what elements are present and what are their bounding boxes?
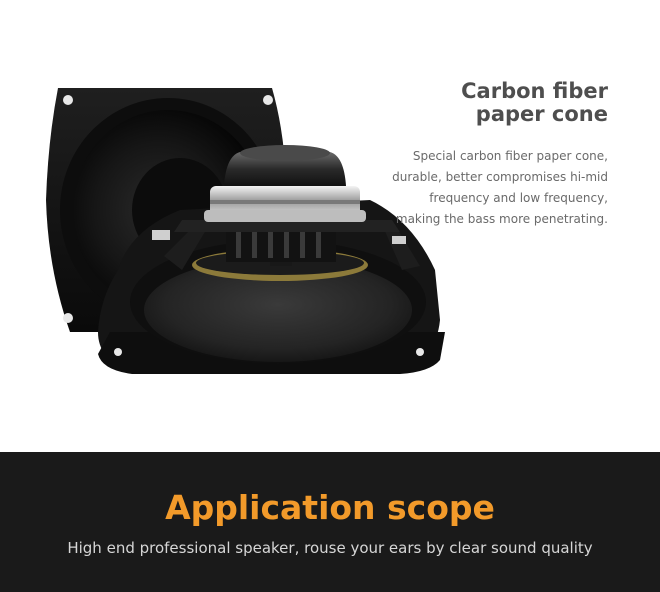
feature-description: Special carbon fiber paper cone, durable… xyxy=(348,146,608,230)
feature-title-line: paper cone xyxy=(475,102,608,126)
feature-description-line: frequency and low frequency, xyxy=(429,191,608,205)
application-scope-banner: Application scope High end professional … xyxy=(0,452,660,592)
feature-title: Carbon fiber paper cone xyxy=(348,80,608,126)
feature-description-line: Special carbon fiber paper cone, xyxy=(412,149,608,163)
feature-description-line: durable, better compromises hi-mid xyxy=(392,170,608,184)
feature-title-line: Carbon fiber xyxy=(461,79,608,103)
product-feature-section: Carbon fiber paper cone Special carbon f… xyxy=(46,79,608,374)
speaker-product-image xyxy=(46,88,445,374)
banner-title: Application scope xyxy=(165,488,495,527)
feature-description-line: making the bass more penetrating. xyxy=(395,212,608,226)
banner-subtitle: High end professional speaker, rouse you… xyxy=(67,539,593,557)
